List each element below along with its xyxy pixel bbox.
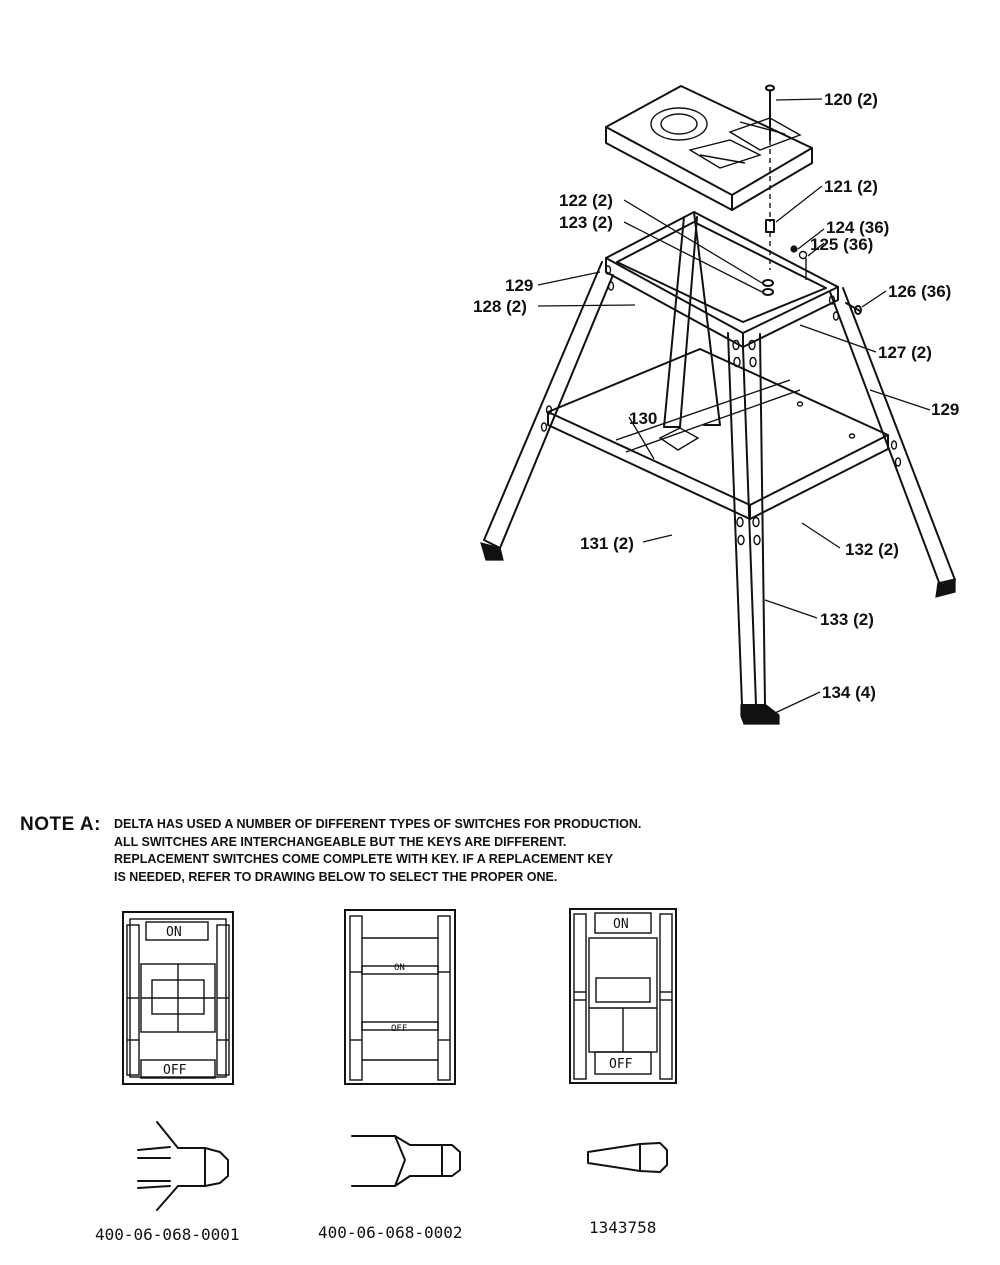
switch-2-off-label: OFF [391, 1024, 407, 1034]
callout-126: 126 (36) [888, 282, 951, 301]
callout-123: 123 (2) [559, 213, 613, 232]
key-3-part-number: 1343758 [589, 1218, 656, 1237]
key-1-part-number: 400-06-068-0001 [95, 1225, 240, 1244]
callout-124: 124 (36) [826, 218, 889, 237]
note-line: ALL SWITCHES ARE INTERCHANGEABLE BUT THE… [114, 834, 567, 849]
nut-washer-124-125 [790, 245, 808, 280]
key-2-part-number: 400-06-068-0002 [318, 1223, 463, 1242]
key-type-3 [587, 1142, 668, 1173]
callout-labels: 120 (2) 121 (2) 122 (2) 123 (2) 124 (36)… [473, 90, 959, 702]
callout-128: 128 (2) [473, 297, 527, 316]
note-line: IS NEEDED, REFER TO DRAWING BELOW TO SEL… [114, 869, 558, 884]
switch-1-off-label: OFF [163, 1063, 187, 1078]
key-type-2 [351, 1135, 461, 1187]
feet-134 [480, 542, 956, 725]
callout-121: 121 (2) [824, 177, 878, 196]
stand-frame [483, 211, 956, 706]
switch-type-1: ON OFF [122, 911, 234, 1085]
callout-130: 130 [629, 409, 657, 428]
note-line: REPLACEMENT SWITCHES COME COMPLETE WITH … [114, 852, 614, 866]
switch-type-2: ON OFF [344, 909, 456, 1085]
callout-134: 134 (4) [822, 683, 876, 702]
switch-2-on-label: ON [394, 963, 405, 973]
key-type-1 [137, 1121, 229, 1211]
note-heading: NOTE A: [20, 814, 101, 835]
callout-127: 127 (2) [878, 343, 932, 362]
switch-3-off-label: OFF [609, 1057, 633, 1072]
callout-122: 122 (2) [559, 191, 613, 210]
note-line: DELTA HAS USED A NUMBER OF DIFFERENT TYP… [114, 817, 642, 831]
callout-120: 120 (2) [824, 90, 878, 109]
callout-129-left: 129 [505, 276, 533, 295]
callout-132: 132 (2) [845, 540, 899, 559]
callout-129-right: 129 [931, 400, 959, 419]
callout-133: 133 (2) [820, 610, 874, 629]
switch-type-3: ON OFF [569, 908, 677, 1084]
callout-131: 131 (2) [580, 534, 634, 553]
callout-125: 125 (36) [810, 235, 873, 254]
switch-3-on-label: ON [613, 917, 629, 932]
top-plate [605, 85, 813, 211]
leader-lines [537, 98, 931, 714]
note-body: DELTA HAS USED A NUMBER OF DIFFERENT TYP… [114, 816, 641, 886]
switch-1-on-label: ON [166, 925, 182, 940]
